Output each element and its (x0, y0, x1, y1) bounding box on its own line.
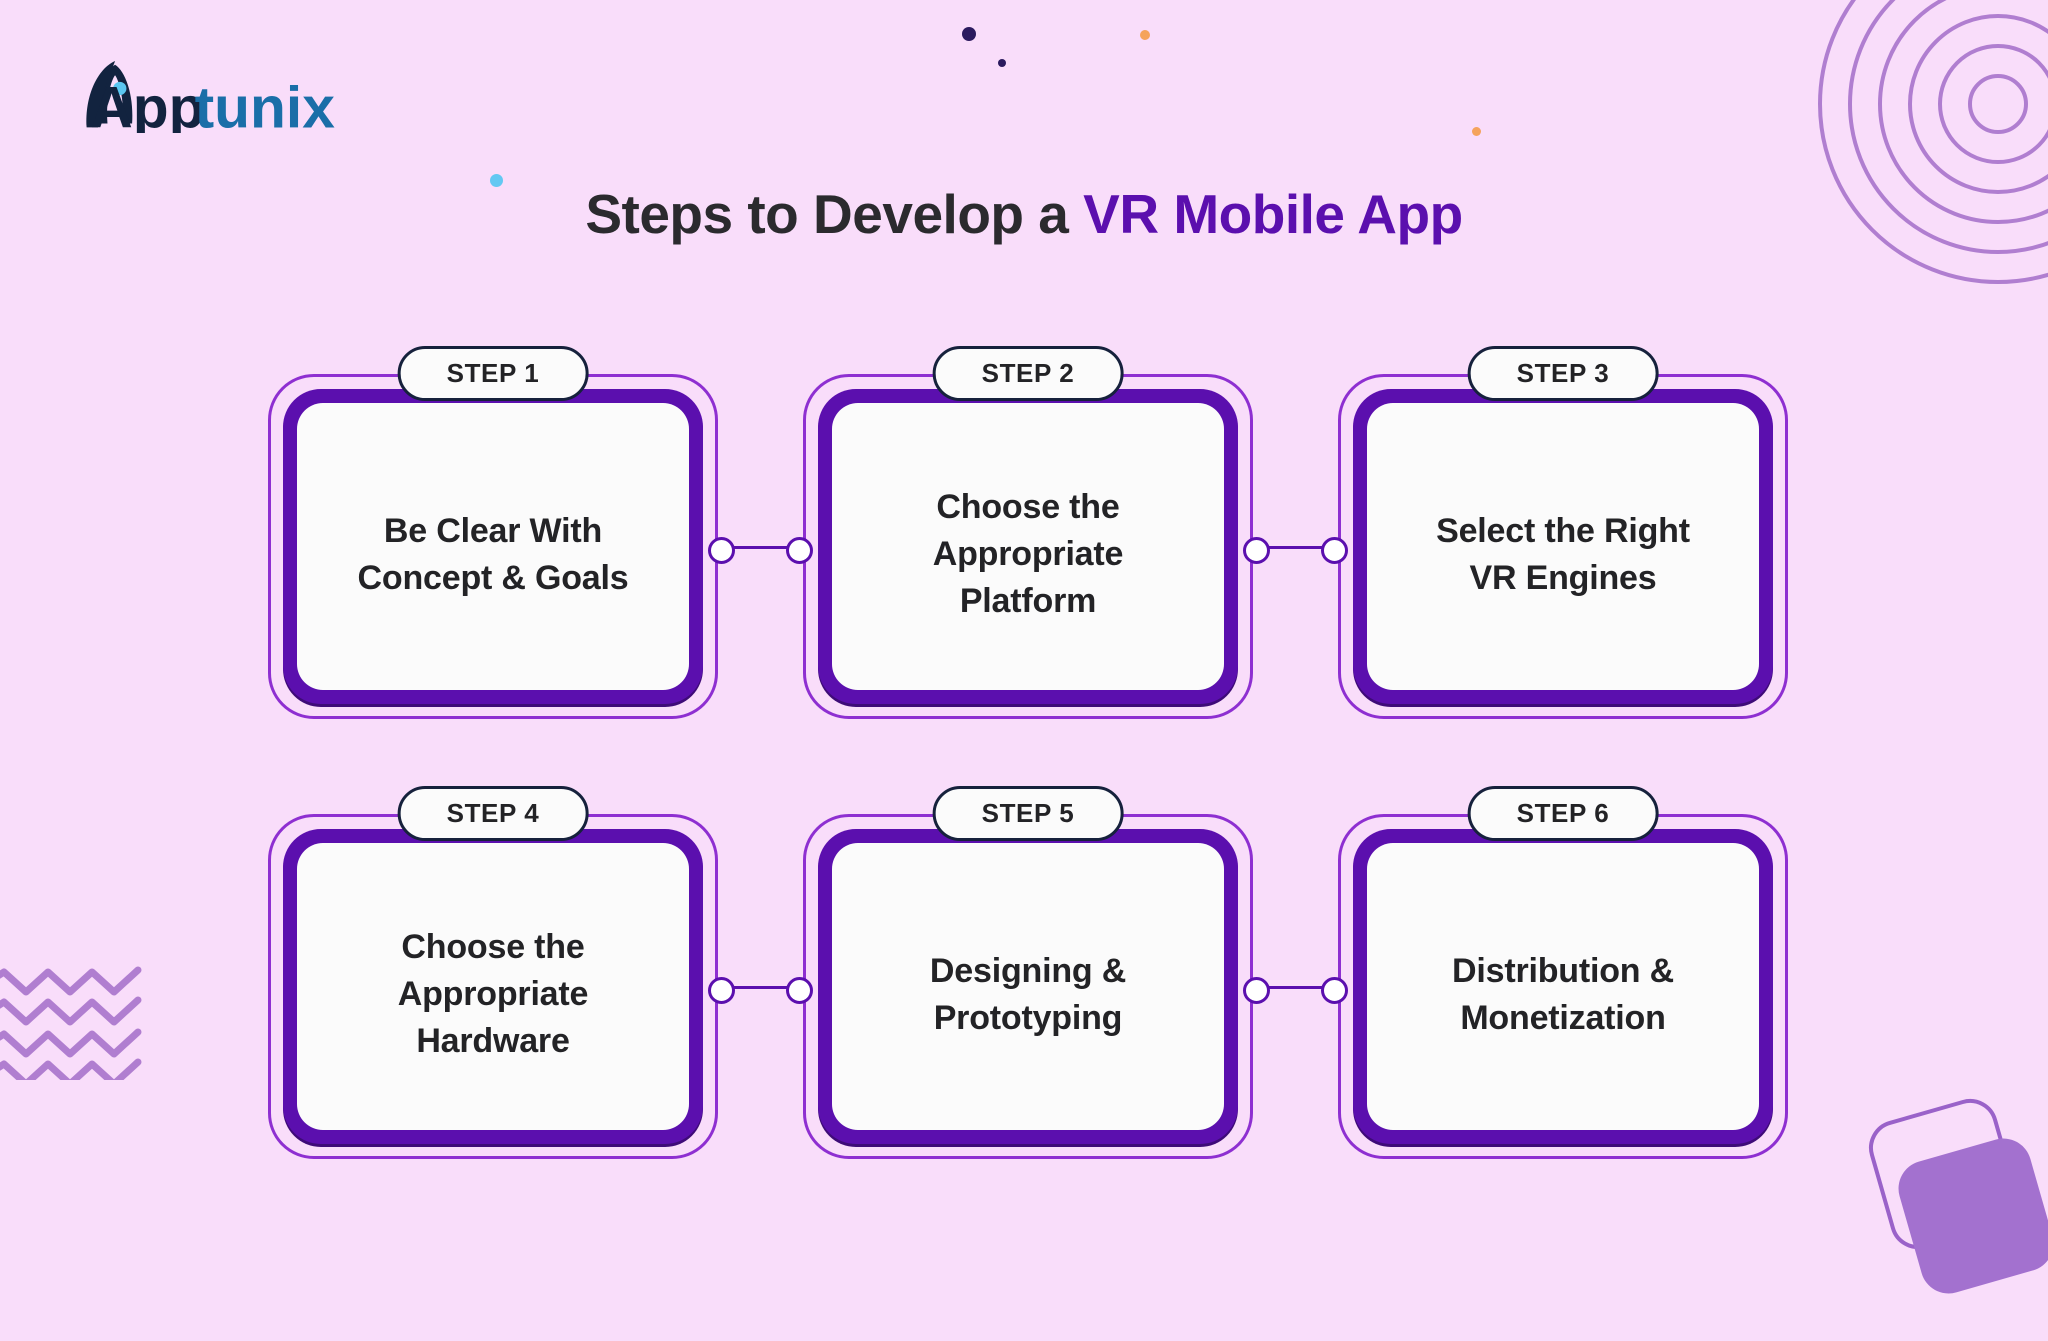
step-card-text-line: Designing & (929, 951, 1127, 990)
step-card-text-line: Monetization (1460, 998, 1666, 1037)
blue-dot-left (490, 174, 503, 187)
step-badge-6: STEP 6 (1467, 786, 1659, 841)
page-title-accent: VR Mobile App (1083, 183, 1463, 245)
step-card-text-line: Appropriate (397, 975, 589, 1014)
step-card-text-line: Choose the (936, 488, 1120, 527)
step-card-text-line: Choose the (401, 928, 585, 967)
step-badge-1: STEP 1 (397, 346, 589, 401)
step-card-text-line: Appropriate (932, 535, 1124, 574)
step-card-body: Designing & Prototyping (832, 843, 1224, 1130)
step-connector-5-to-6 (1243, 977, 1348, 1004)
step-card-text-line: Hardware (416, 1021, 570, 1060)
step-card-text-line: Select the Right (1436, 511, 1690, 550)
page-title: Steps to Develop a VR Mobile App (0, 182, 2048, 246)
orange-dot-top (1140, 30, 1150, 40)
step-card-text-line: Prototyping (933, 998, 1123, 1037)
navy-dot-large (962, 27, 976, 41)
step-card-text: Designing & Prototyping (930, 948, 1126, 1042)
step-card-text: Select the Right VR Engines (1436, 508, 1690, 602)
step-badge-4: STEP 4 (397, 786, 589, 841)
step-connector-2-to-3 (1243, 537, 1348, 564)
step-card-body: Select the Right VR Engines (1367, 403, 1759, 690)
step-card-text-line: Platform (959, 581, 1097, 620)
step-card-text-line: Be Clear With (383, 511, 603, 550)
step-badge-2: STEP 2 (932, 346, 1124, 401)
step-connector-4-to-5 (708, 977, 813, 1004)
concentric-circles-icon (1798, 0, 2048, 304)
rotated-squares-icon (1838, 1086, 2048, 1336)
svg-text:tunix: tunix (195, 75, 336, 133)
step-card-text: Distribution & Monetization (1452, 948, 1674, 1042)
page-title-plain: Steps to Develop a (585, 183, 1084, 245)
step-card-3[interactable]: Select the Right VR Engines STEP 3 (1338, 346, 1788, 719)
step-card-6[interactable]: Distribution & Monetization STEP 6 (1338, 786, 1788, 1159)
step-card-text-line: Distribution & (1452, 951, 1674, 990)
step-connector-1-to-2 (708, 537, 813, 564)
step-badge-3: STEP 3 (1467, 346, 1659, 401)
svg-text:App: App (90, 75, 204, 133)
step-card-5[interactable]: Designing & Prototyping STEP 5 (803, 786, 1348, 1159)
step-card-text-line: Concept & Goals (357, 558, 629, 597)
navy-dot-small (998, 59, 1006, 67)
step-badge-5: STEP 5 (932, 786, 1124, 841)
step-card-body: Distribution & Monetization (1367, 843, 1759, 1130)
zigzag-lines-icon (0, 960, 142, 1088)
apptunix-logo[interactable]: App tunix App tunix (62, 61, 346, 133)
orange-dot-right (1472, 127, 1481, 136)
step-card-text-line: VR Engines (1469, 558, 1657, 597)
